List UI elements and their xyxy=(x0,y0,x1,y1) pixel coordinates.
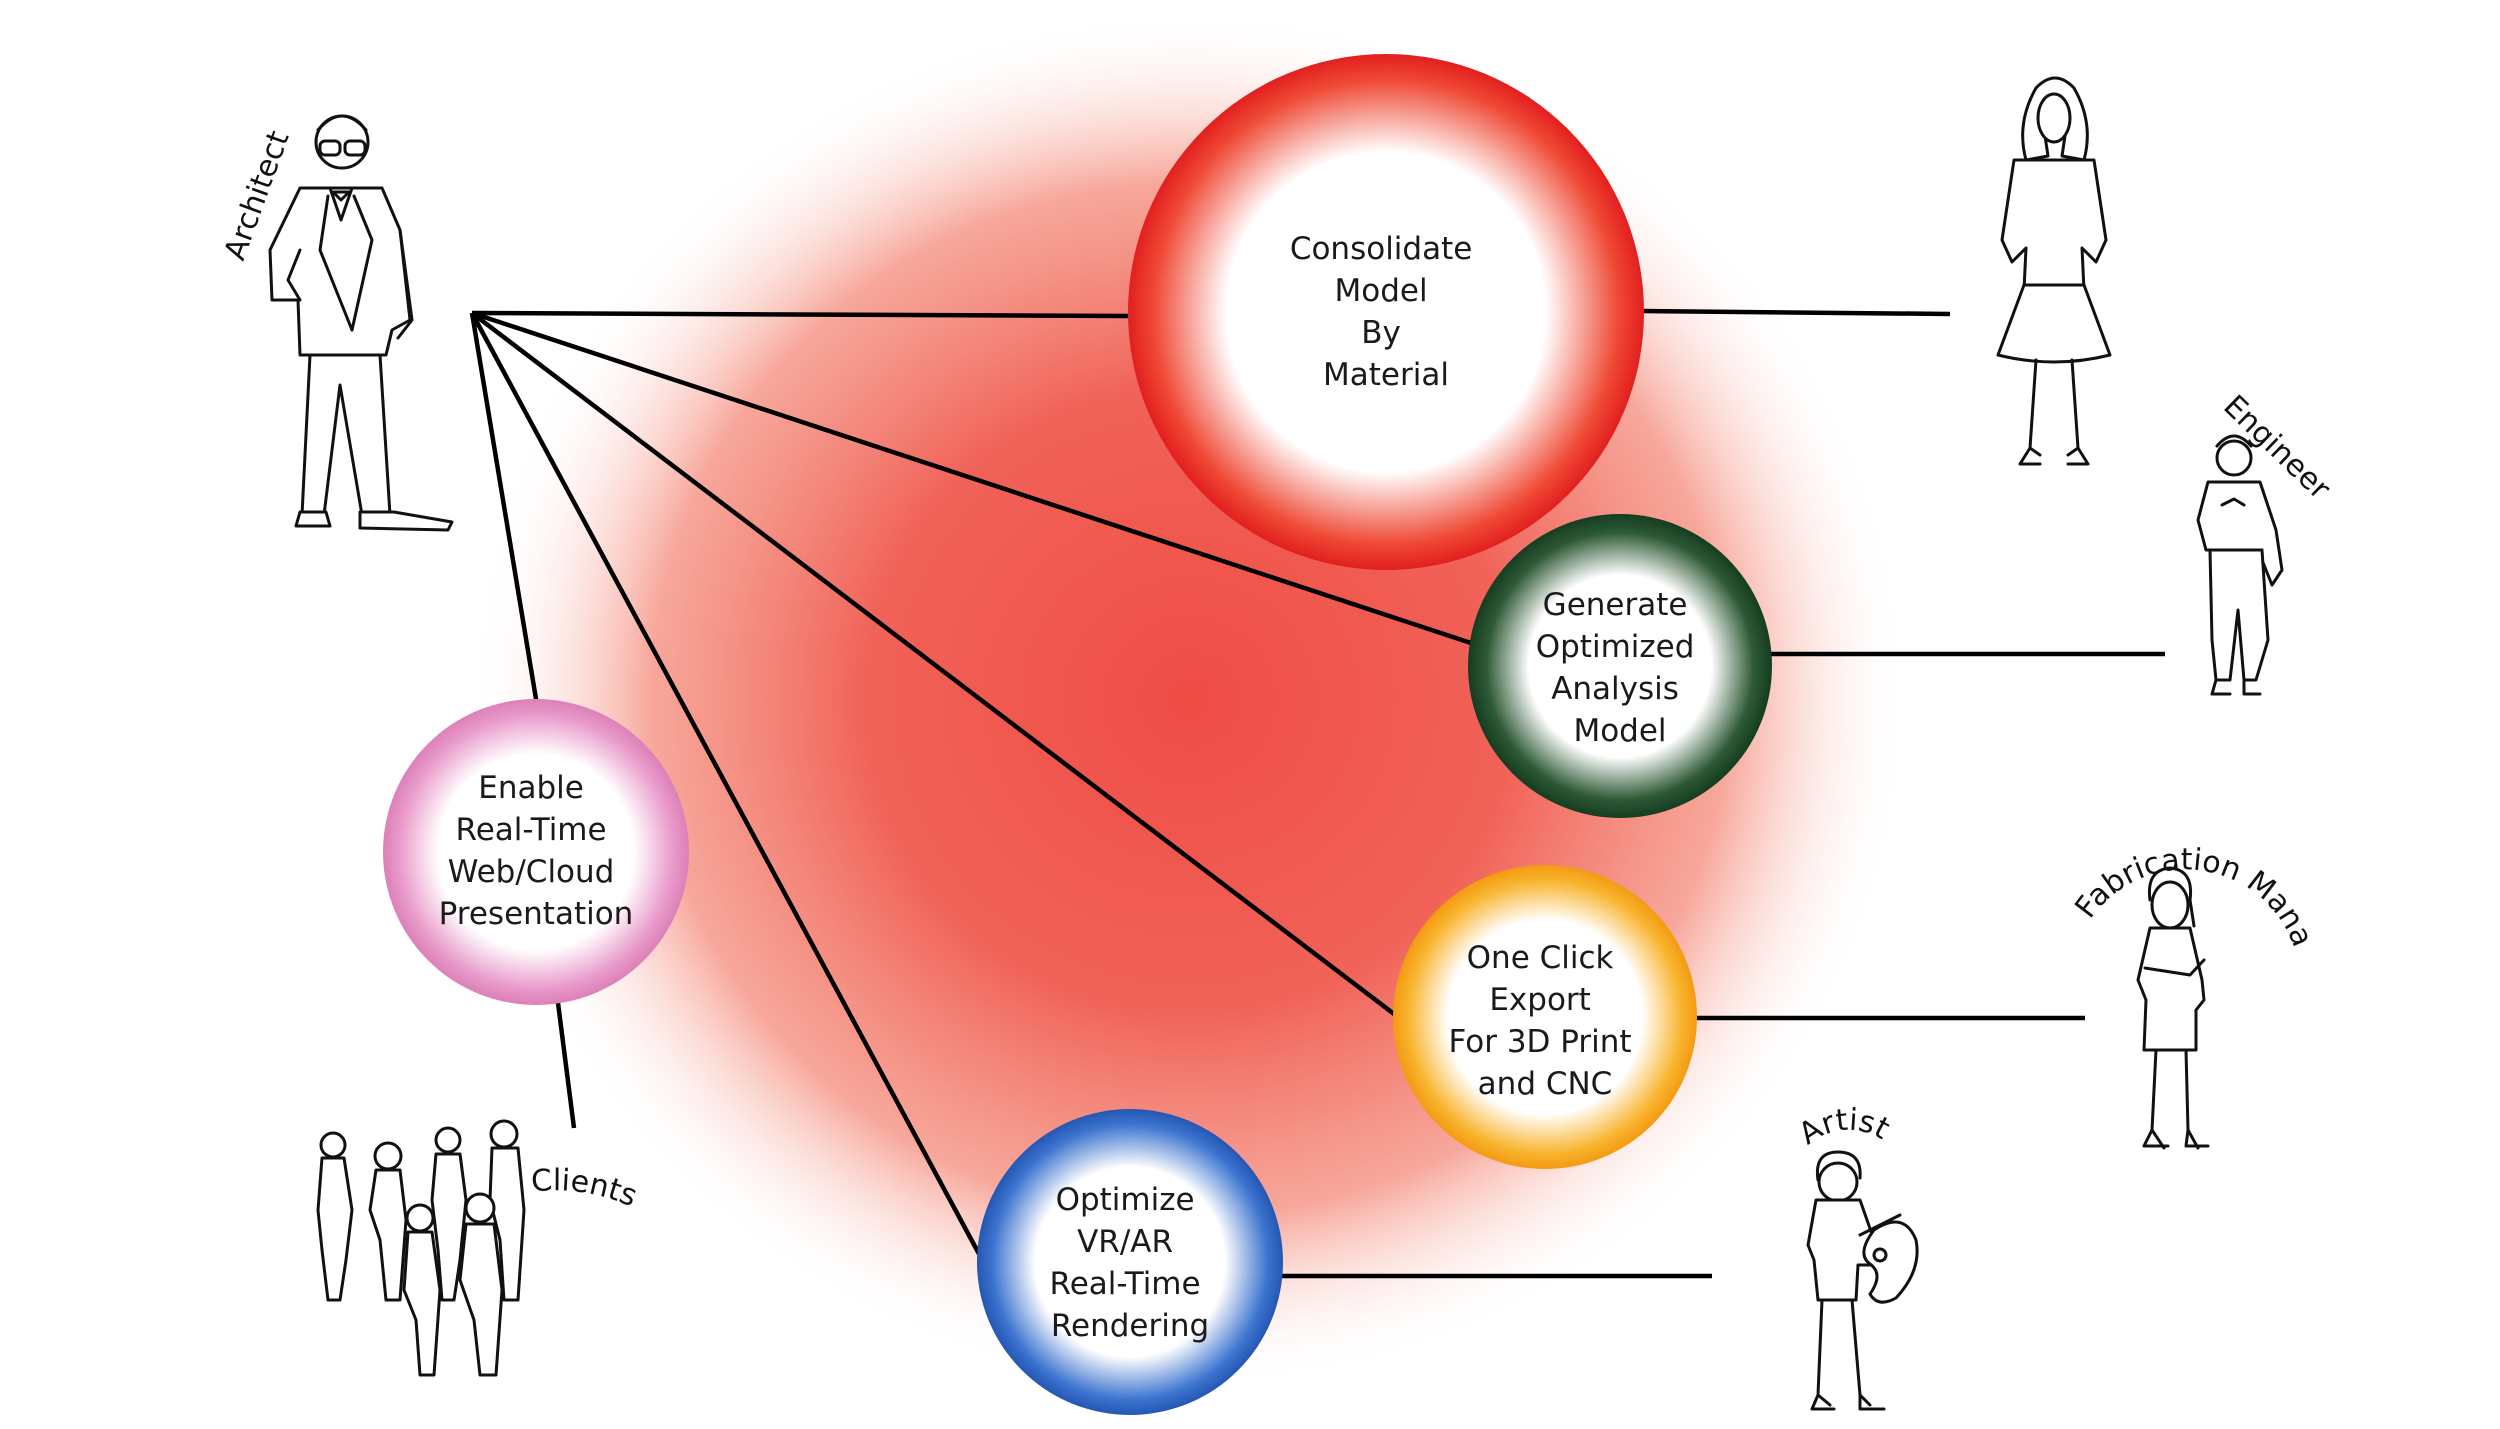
node-enable-line-1: Enable xyxy=(478,770,584,806)
node-consolidate-line-3: By xyxy=(1361,315,1401,351)
artist-figure-icon xyxy=(1806,1150,1919,1411)
line-consolidate-cityplanner xyxy=(1643,308,1951,317)
line-architect-export xyxy=(470,311,1400,1019)
node-generate: Generate Optimized Analysis Model xyxy=(1468,514,1772,818)
line-architect-generate xyxy=(471,310,1475,647)
line-architect-consolidate xyxy=(471,310,1129,319)
node-optimize-line-1: Optimize xyxy=(1056,1182,1195,1218)
node-enable: Enable Real-Time Web/Cloud Presentation xyxy=(383,699,689,1005)
city-planner-figure-icon xyxy=(1996,76,2112,466)
svg-text:Generate Optimized: Generate Optimized Analysis Model xyxy=(1536,587,1705,749)
line-enable-clients xyxy=(555,1002,577,1129)
svg-text:One Click Export F: One Click Export For 3D Print and CNC xyxy=(1449,940,1642,1102)
node-consolidate-line-2: Model xyxy=(1335,273,1428,309)
node-enable-circle xyxy=(383,699,689,1005)
node-generate-line-2: Optimized xyxy=(1536,629,1695,665)
node-optimize-circle xyxy=(977,1109,1283,1415)
svg-text:Enable Real-Time W: Enable Real-Time Web/Cloud Presentation xyxy=(439,770,634,932)
node-export-line-4: and CNC xyxy=(1478,1066,1613,1102)
node-optimize-line-2: VR/AR xyxy=(1077,1224,1173,1260)
node-optimize-line-4: Rendering xyxy=(1051,1308,1209,1344)
node-generate-line-4: Model xyxy=(1573,713,1666,749)
node-export-line-1: One Click xyxy=(1467,940,1614,976)
engineer-figure-icon xyxy=(2196,434,2284,696)
artist-label: Artist xyxy=(1793,1103,1896,1152)
node-export-line-2: Export xyxy=(1489,982,1590,1018)
clients-label: Clients xyxy=(530,1163,642,1214)
svg-text:Optimize VR/AR Rea: Optimize VR/AR Real-Time Rendering xyxy=(1050,1182,1211,1344)
line-architect-optimize xyxy=(470,311,987,1267)
clients-group-icon xyxy=(316,1119,526,1377)
line-architect-enable xyxy=(469,312,540,706)
node-enable-line-4: Presentation xyxy=(439,896,634,932)
svg-text:Consolidate Model: Consolidate Model By Material xyxy=(1290,231,1482,393)
node-generate-circle xyxy=(1468,514,1772,818)
node-export-line-3: For 3D Print xyxy=(1449,1024,1632,1060)
node-enable-line-3: Web/Cloud xyxy=(448,854,615,890)
node-optimize: Optimize VR/AR Real-Time Rendering xyxy=(977,1109,1283,1415)
fabrication-manager-figure-icon xyxy=(2136,866,2210,1150)
node-generate-line-1: Generate xyxy=(1543,587,1688,623)
node-export-circle xyxy=(1393,865,1697,1169)
node-consolidate: Consolidate Model By Material xyxy=(1128,54,1644,570)
node-optimize-line-3: Real-Time xyxy=(1050,1266,1201,1302)
node-consolidate-line-4: Material xyxy=(1323,357,1449,393)
node-enable-line-2: Real-Time xyxy=(456,812,607,848)
node-export: One Click Export For 3D Print and CNC xyxy=(1393,865,1697,1169)
node-consolidate-line-1: Consolidate xyxy=(1290,231,1473,267)
node-generate-line-3: Analysis xyxy=(1551,671,1679,707)
connector-lines xyxy=(469,308,2165,1279)
node-consolidate-circle xyxy=(1128,54,1644,570)
architect-figure-icon xyxy=(268,114,454,532)
